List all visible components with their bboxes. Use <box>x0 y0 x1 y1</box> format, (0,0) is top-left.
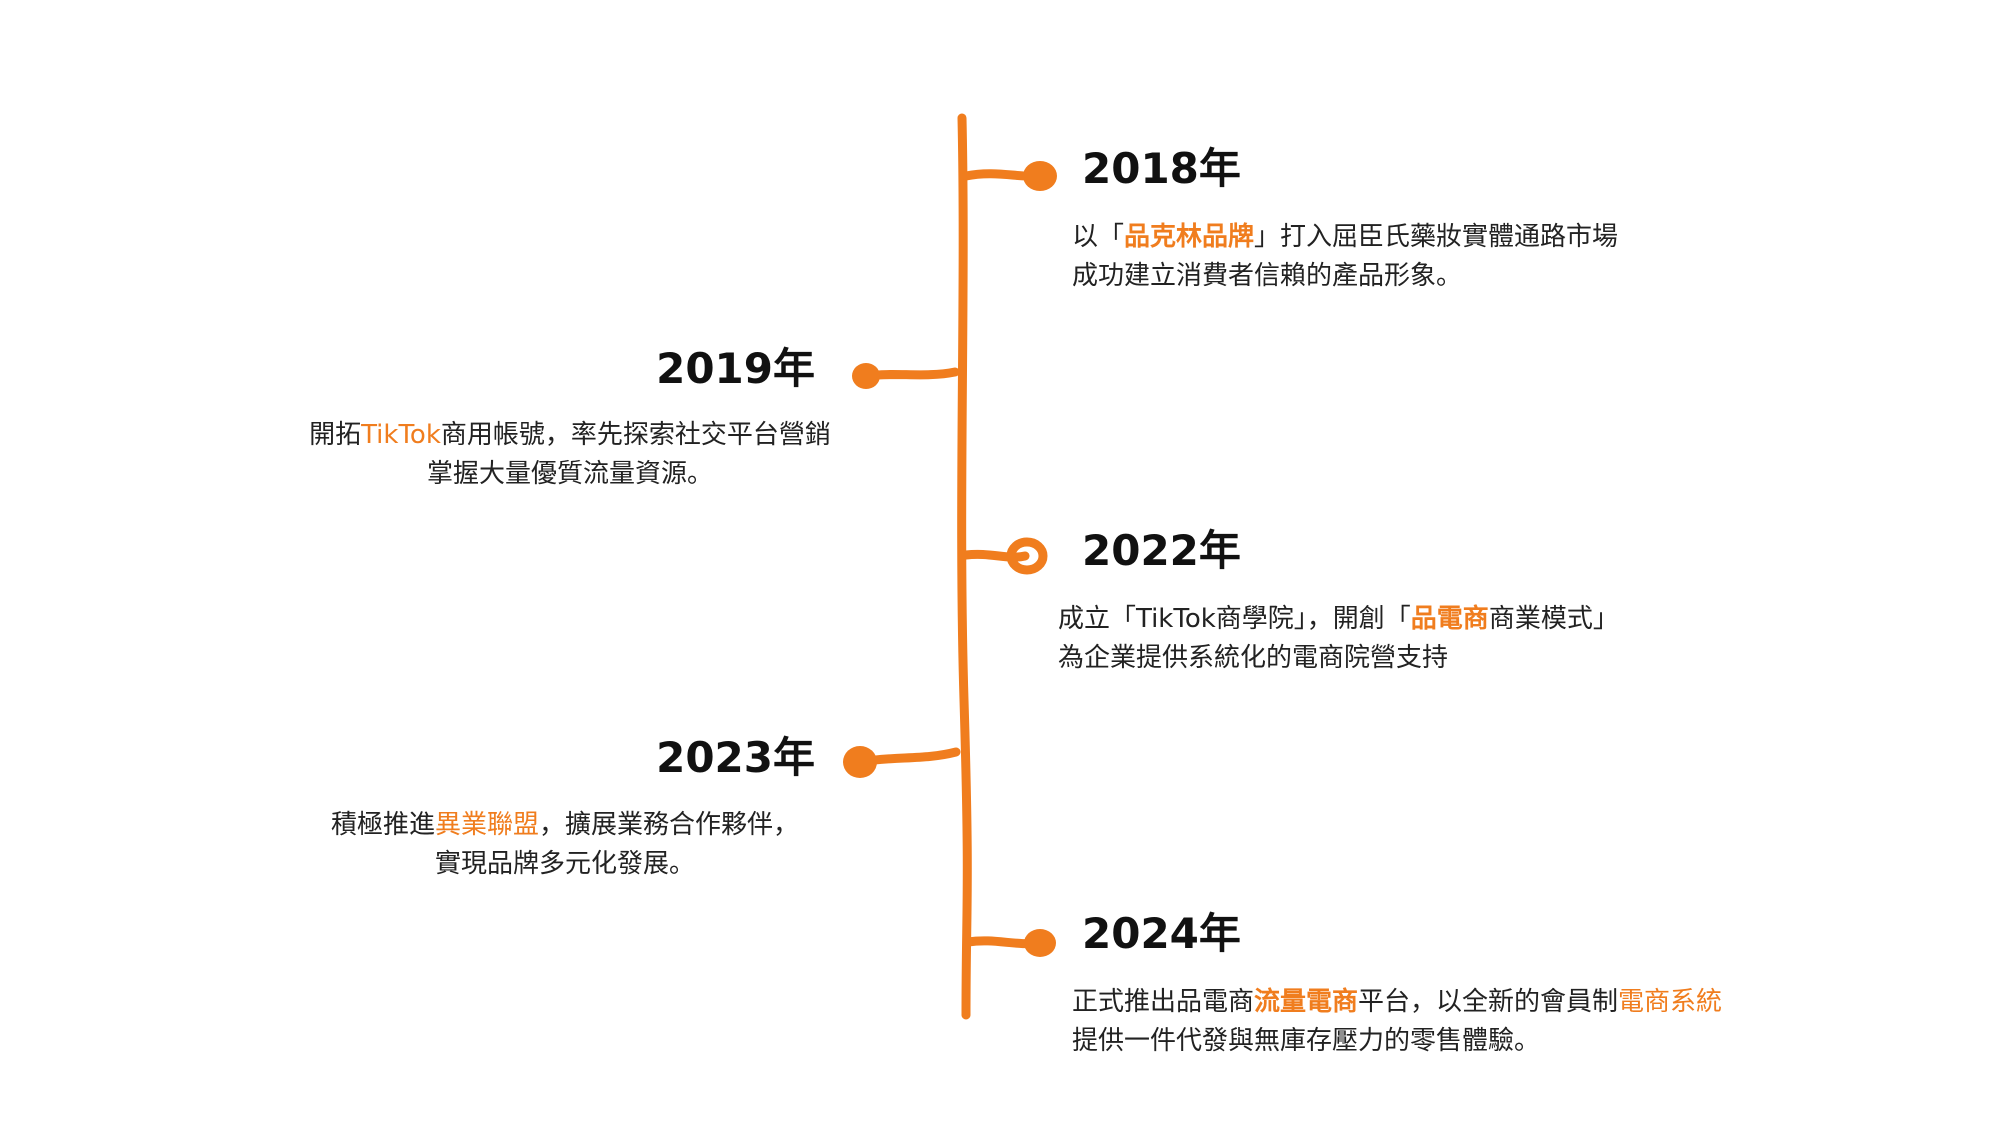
description-text: 成立「TikTok商學院」，開創「 <box>1058 604 1411 634</box>
description-text: 平台，以全新的會員制 <box>1358 987 1619 1017</box>
timeline-desc-2024: 正式推出品電商流量電商平台，以全新的會員制電商系統提供一件代發與無庫存壓力的零售… <box>1072 983 1722 1061</box>
description-text: 正式推出品電商 <box>1072 987 1255 1017</box>
entry-description: 開拓TikTok商用帳號，率先探索社交平台營銷掌握大量優質流量資源。 <box>270 416 870 494</box>
timeline-desc-2019: 開拓TikTok商用帳號，率先探索社交平台營銷掌握大量優質流量資源。 <box>270 416 870 494</box>
entry-year: 2019年 <box>656 344 815 393</box>
description-line: 實現品牌多元化發展。 <box>280 845 850 884</box>
node-2024 <box>1024 929 1056 957</box>
connector-2022 <box>961 549 1030 562</box>
description-text: ，擴展業務合作夥伴， <box>539 810 800 840</box>
entry-year: 2022年 <box>1082 526 1241 575</box>
description-text: 為企業提供系統化的電商院營支持 <box>1058 643 1449 673</box>
highlight-text: 異業聯盟 <box>434 810 539 840</box>
description-text: 」打入屈臣氏藥妝實體通路市場 <box>1254 222 1619 252</box>
description-line: 正式推出品電商流量電商平台，以全新的會員制電商系統 <box>1072 983 1722 1022</box>
description-line: 提供一件代發與無庫存壓力的零售體驗。 <box>1072 1022 1722 1061</box>
node-2018 <box>1023 161 1057 191</box>
timeline-desc-2022: 成立「TikTok商學院」，開創「品電商商業模式」為企業提供系統化的電商院營支持 <box>1058 600 1619 678</box>
timeline-entry-2019: 2019年 <box>600 348 815 390</box>
description-text: 掌握大量優質流量資源。 <box>426 459 713 489</box>
timeline-spine <box>957 113 972 1020</box>
highlight-text: 品電商 <box>1410 604 1489 634</box>
description-text: 成功建立消費者信賴的產品形象。 <box>1072 261 1463 291</box>
description-text: 積極推進 <box>330 810 435 840</box>
description-line: 開拓TikTok商用帳號，率先探索社交平台營銷 <box>270 416 870 455</box>
description-text: 以「 <box>1072 222 1125 252</box>
entry-year: 2018年 <box>1082 144 1241 193</box>
timeline-entry-2023: 2023年 <box>600 737 815 779</box>
node-2022 <box>1006 537 1048 575</box>
node-2023 <box>843 746 877 778</box>
highlight-text: 品克林品牌 <box>1124 222 1255 252</box>
connector-2019 <box>863 367 960 381</box>
entry-description: 成立「TikTok商學院」，開創「品電商商業模式」為企業提供系統化的電商院營支持 <box>1058 600 1619 678</box>
entry-description: 正式推出品電商流量電商平台，以全新的會員制電商系統提供一件代發與無庫存壓力的零售… <box>1072 983 1722 1061</box>
description-line: 掌握大量優質流量資源。 <box>270 455 870 494</box>
entry-year: 2024年 <box>1082 909 1241 958</box>
highlight-text: TikTok <box>361 420 441 450</box>
description-line: 以「品克林品牌」打入屈臣氏藥妝實體通路市場 <box>1072 218 1618 257</box>
entry-description: 以「品克林品牌」打入屈臣氏藥妝實體通路市場成功建立消費者信賴的產品形象。 <box>1072 218 1618 296</box>
description-text: 實現品牌多元化發展。 <box>434 849 695 879</box>
highlight-text: 電商系統 <box>1618 987 1723 1017</box>
description-line: 成立「TikTok商學院」，開創「品電商商業模式」 <box>1058 600 1619 639</box>
timeline-desc-2018: 以「品克林品牌」打入屈臣氏藥妝實體通路市場成功建立消費者信賴的產品形象。 <box>1072 218 1618 296</box>
timeline-entry-2022: 2022年 <box>1082 530 1241 572</box>
entry-year: 2023年 <box>656 733 815 782</box>
timeline-entry-2018: 2018年 <box>1082 148 1241 190</box>
description-text: 商業模式」 <box>1488 604 1619 634</box>
description-line: 成功建立消費者信賴的產品形象。 <box>1072 257 1618 296</box>
description-text: 提供一件代發與無庫存壓力的零售體驗。 <box>1072 1026 1541 1056</box>
node-2019 <box>852 363 880 389</box>
description-text: 商用帳號，率先探索社交平台營銷 <box>440 420 831 450</box>
description-line: 積極推進異業聯盟，擴展業務合作夥伴， <box>280 806 850 845</box>
description-line: 為企業提供系統化的電商院營支持 <box>1058 639 1619 678</box>
highlight-text: 流量電商 <box>1254 987 1359 1017</box>
timeline-desc-2023: 積極推進異業聯盟，擴展業務合作夥伴， 實現品牌多元化發展。 <box>280 806 850 884</box>
entry-description: 積極推進異業聯盟，擴展業務合作夥伴， 實現品牌多元化發展。 <box>280 806 850 884</box>
description-text: 開拓 <box>309 420 362 450</box>
timeline-entry-2024: 2024年 <box>1082 913 1241 955</box>
